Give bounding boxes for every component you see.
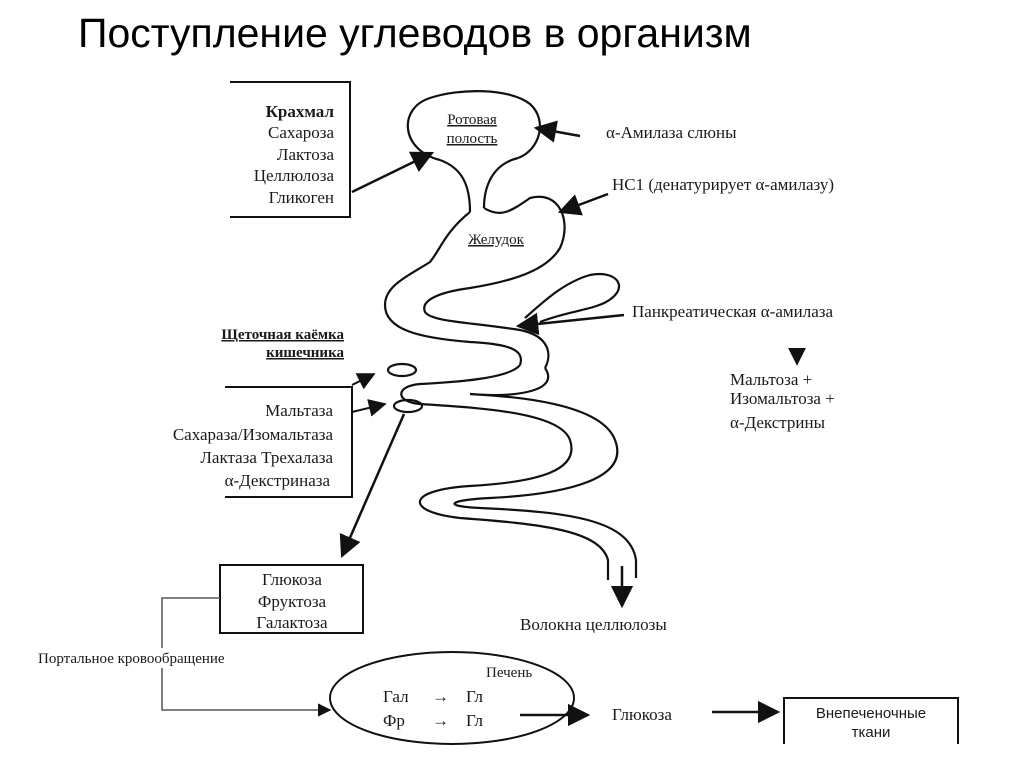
- liver-outline: [329, 651, 575, 745]
- mono-galactose: Галактоза: [256, 613, 328, 632]
- page-title: Поступление углеводов в организм: [78, 10, 752, 56]
- carbs-box: Крахмал Сахароза Лактоза Целлюлоза Глико…: [230, 81, 351, 218]
- brush-border-label-line2: кишечника: [266, 345, 344, 361]
- carbs-item-lactose: Лактоза: [277, 145, 335, 164]
- liver: Печень Гал → Гл Фр → Гл: [329, 651, 575, 745]
- brush-border-label-line1: Щеточная каёмка: [221, 327, 344, 343]
- brush-border-ellipse-1: [386, 362, 418, 378]
- extrahepatic-line1: Внепеченочные: [816, 705, 926, 722]
- carbs-item-sucrose: Сахароза: [268, 123, 334, 142]
- stomach-inner: [423, 195, 566, 369]
- enzymes-to-border-arrow-2: [351, 399, 387, 417]
- pancreas-outline: [524, 272, 621, 324]
- liver-row1-arrow: →: [432, 687, 449, 706]
- mouth-label-line1: Ротовая: [447, 112, 497, 128]
- product-isomaltose: Изомальтоза +: [730, 389, 835, 408]
- carbs-item-glycogen: Гликоген: [269, 188, 334, 207]
- liver-row2-to: Гл: [466, 711, 484, 730]
- monosaccharides-box-frame: [219, 564, 364, 634]
- portal-circulation-label: Портальное кровообращение: [38, 651, 225, 667]
- intestine-inner: [453, 367, 638, 578]
- saliva-amylase-arrow: [533, 120, 581, 143]
- extrahepatic-box: Внепеченочные ткани: [783, 697, 959, 744]
- enzyme-maltase: Мальтаза: [265, 401, 333, 420]
- liver-row1-to: Гл: [466, 687, 484, 706]
- enzyme-sucrase-isomaltase: Сахараза/Изомальтаза: [173, 425, 334, 444]
- glucose-out-label: Глюкоза: [612, 705, 672, 724]
- extrahepatic-line2: ткани: [852, 724, 891, 741]
- saliva-amylase-label: α-Амилаза слюны: [606, 123, 737, 142]
- carbs-item-cellulose: Целлюлоза: [254, 166, 335, 185]
- enzymes-box-frame: [225, 386, 353, 498]
- liver-row2-arrow: →: [432, 711, 449, 730]
- stomach-label: Желудок: [468, 232, 525, 248]
- hcl-label: HC1 (денатурирует α-амилазу): [612, 175, 834, 194]
- enzyme-lactase-trehalase: Лактаза Трехалаза: [200, 448, 333, 467]
- esophagus-right: [482, 156, 519, 209]
- pancreatic-amylase-label: Панкреатическая α-амилаза: [632, 302, 833, 321]
- liver-row1-from: Гал: [383, 687, 409, 706]
- intestine-outer: [400, 364, 610, 580]
- extrahepatic-box-frame: [783, 697, 959, 744]
- enzymes-box: Мальтаза Сахараза/Изомальтаза Лактаза Тр…: [173, 386, 353, 498]
- border-to-monosaccharides-arrow: [339, 413, 406, 559]
- pancreatic-amylase-arrow: [515, 312, 625, 336]
- carbs-box-frame: [230, 81, 351, 218]
- cellulose-fibers-label: Волокна целлюлозы: [520, 615, 667, 634]
- stomach-outer: [383, 211, 523, 366]
- esophagus-left: [439, 158, 472, 213]
- carbs-to-mouth-arrow: [351, 151, 435, 194]
- mouth-label-line2: полость: [447, 131, 498, 147]
- brush-border-ellipse-2: [392, 398, 424, 414]
- monosaccharides-box: Глюкоза Фруктоза Галактоза: [219, 564, 364, 634]
- enzymes-to-border-arrow-1: [351, 373, 376, 390]
- portal-label-bg: [36, 648, 312, 668]
- hcl-arrow: [557, 192, 609, 216]
- enzyme-dextrinase: α-Декстриназа: [225, 471, 331, 490]
- carbs-item-starch: Крахмал: [266, 102, 335, 121]
- liver-row2-from: Фр: [383, 711, 405, 730]
- liver-label: Печень: [486, 665, 532, 681]
- product-maltose: Мальтоза +: [730, 370, 812, 389]
- product-dextrins: α-Декстрины: [730, 413, 826, 432]
- mono-glucose: Глюкоза: [262, 570, 322, 589]
- digestive-tract: [383, 90, 638, 580]
- mono-fructose: Фруктоза: [258, 592, 327, 611]
